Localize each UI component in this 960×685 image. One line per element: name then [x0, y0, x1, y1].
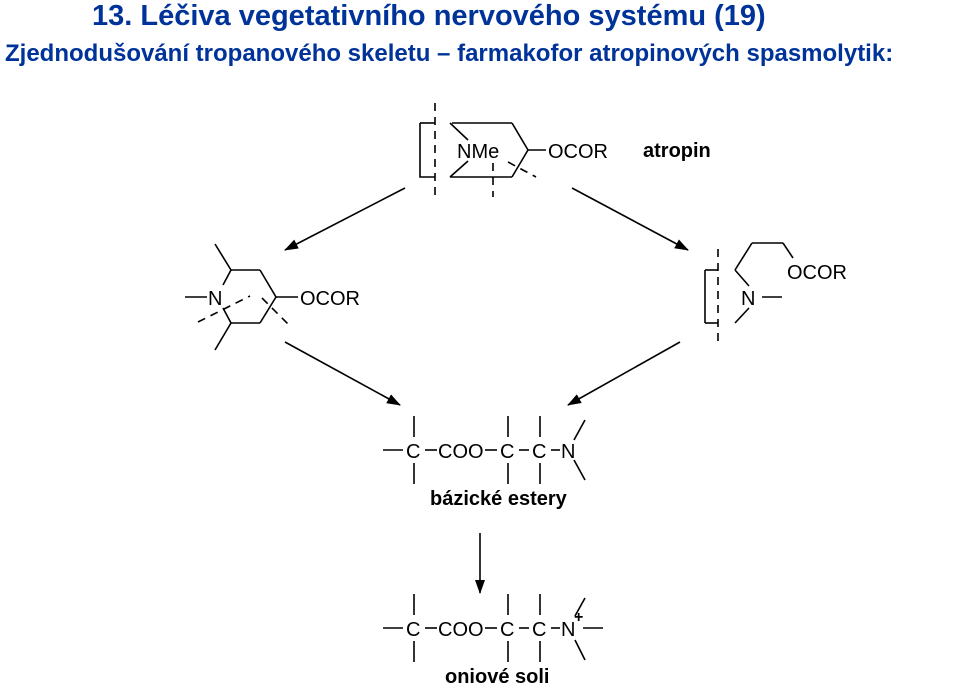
- ester-atom-coo: COO: [438, 441, 484, 463]
- pyrrolidine-ester-label: OCOR: [787, 262, 847, 284]
- ester-atom-c1: C: [406, 441, 420, 463]
- piperidine-ester-label: OCOR: [300, 288, 360, 310]
- salt-positive-charge: +: [574, 609, 583, 626]
- slide-title: 13. Léčiva vegetativního nervového systé…: [92, 0, 766, 32]
- salt-atom-c1: C: [406, 619, 420, 641]
- ester-atom-n: N: [561, 441, 575, 463]
- tropane-amine-label: NMe: [457, 141, 499, 163]
- ester-atom-c2: C: [500, 441, 514, 463]
- atropin-label: atropin: [643, 140, 711, 162]
- arrow-right-to-esters: [567, 341, 681, 406]
- tropane-structure: NMe OCOR atropin: [419, 103, 711, 197]
- salt-atom-coo: COO: [438, 619, 484, 641]
- salt-atom-n: N: [561, 619, 575, 641]
- onium-salts-label: oniové soli: [445, 666, 549, 685]
- basic-esters-label: bázické estery: [430, 488, 568, 510]
- arrow-top-to-right: [571, 187, 689, 251]
- slide-subtitle: Zjednodušování tropanového skeletu – far…: [5, 40, 894, 67]
- ester-atom-c3: C: [532, 441, 546, 463]
- arrow-top-to-left: [284, 187, 406, 251]
- piperidine-amine-label: N: [208, 288, 222, 310]
- pyrrolidine-amine-label: N: [741, 288, 755, 310]
- piperidine-structure: N OCOR: [185, 243, 360, 351]
- tropane-ester-label: OCOR: [548, 141, 608, 163]
- basic-ester-formula: C COO C C N bázické estery: [383, 416, 586, 510]
- salt-atom-c3: C: [532, 619, 546, 641]
- salt-atom-c2: C: [500, 619, 514, 641]
- arrow-left-to-esters: [284, 341, 401, 406]
- onium-salt-formula: C COO C C N + oniové soli: [383, 594, 603, 685]
- pyrrolidine-structure: N OCOR: [704, 242, 847, 343]
